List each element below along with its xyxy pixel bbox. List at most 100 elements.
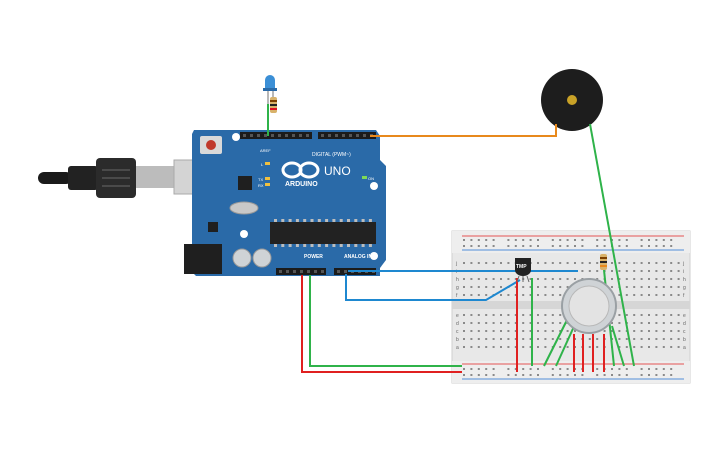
breadboard-resistor[interactable]	[600, 254, 607, 270]
bb-hole	[463, 286, 465, 288]
bb-hole	[537, 338, 539, 340]
gas-sensor[interactable]	[561, 278, 617, 334]
bb-hole	[551, 278, 554, 280]
bb-row-label: j	[455, 261, 457, 267]
bb-hole	[529, 330, 532, 332]
usb-cable[interactable]	[38, 158, 197, 198]
bb-hole	[500, 314, 502, 316]
bb-hole	[677, 286, 680, 288]
bb-hole	[537, 346, 539, 348]
bb-hole	[618, 374, 621, 376]
bb-hole	[470, 338, 473, 340]
bb-hole	[662, 330, 665, 332]
wire-a1[interactable]	[345, 274, 521, 301]
analog-label: ANALOG IN	[344, 254, 372, 260]
bb-hole	[529, 245, 532, 247]
digital-header-high[interactable]	[318, 132, 376, 139]
bb-hole	[662, 286, 665, 288]
bb-hole	[677, 322, 680, 324]
ic-pin	[295, 244, 299, 247]
bb-row-label: c	[683, 329, 686, 335]
bb-hole	[603, 374, 606, 376]
l-led	[265, 162, 270, 165]
wire-orange[interactable]	[370, 124, 557, 137]
bb-hole	[477, 286, 480, 288]
bb-hole	[574, 262, 576, 264]
bb-hole	[537, 314, 539, 316]
digital-header-low[interactable]	[240, 132, 312, 139]
bb-hole	[514, 346, 517, 348]
bb-hole	[648, 314, 650, 316]
bb-hole	[514, 314, 517, 316]
tx-led	[265, 177, 270, 180]
ic-pin	[354, 219, 358, 222]
bb-hole	[492, 338, 495, 340]
bb-hole	[470, 368, 473, 370]
arduino-uno-board[interactable]: ARDUINO UNO DIGITAL (PWM~) POWER ANALOG …	[184, 130, 386, 276]
rx-led-label: RX	[258, 183, 264, 188]
bb-hole	[514, 374, 517, 376]
bb-hole	[544, 294, 547, 296]
ic-pin	[274, 244, 277, 247]
header-pin-hole	[314, 270, 317, 273]
bb-hole	[662, 239, 665, 241]
bb-hole	[544, 322, 547, 324]
bb-hole	[566, 239, 569, 241]
bb-hole	[477, 368, 480, 370]
bb-hole	[470, 374, 473, 376]
bb-hole	[559, 330, 562, 332]
bb-hole	[655, 368, 658, 370]
bb-hole	[470, 346, 473, 348]
bb-hole	[522, 374, 525, 376]
bb-hole	[492, 278, 495, 280]
bb-hole	[485, 294, 488, 296]
bb-row-label: d	[456, 321, 459, 327]
ic-pin	[368, 219, 372, 222]
bb-hole	[670, 245, 673, 247]
led-resistor[interactable]	[270, 97, 277, 113]
bb-hole	[507, 338, 510, 340]
bb-hole	[470, 322, 473, 324]
bb-row-label: b	[456, 337, 459, 343]
bb-hole	[514, 278, 517, 280]
bb-hole	[544, 314, 547, 316]
bb-hole	[551, 294, 554, 296]
wires[interactable]	[267, 104, 635, 373]
ic-pin	[288, 244, 292, 247]
header-pin-hole	[307, 270, 310, 273]
bb-hole	[507, 294, 510, 296]
bb-hole	[470, 330, 473, 332]
bb-hole	[500, 346, 502, 348]
bb-hole	[477, 346, 480, 348]
power-label: POWER	[304, 254, 323, 260]
header-pin-hole	[328, 134, 331, 137]
ic-pin	[303, 244, 307, 247]
temperature-sensor[interactable]: TMP	[515, 258, 531, 283]
bb-hole	[463, 245, 465, 247]
rx-led	[265, 183, 270, 186]
ic-pin	[339, 219, 343, 222]
digital-label: DIGITAL (PWM~)	[312, 152, 351, 158]
bb-hole	[625, 346, 628, 348]
header-pin-hole	[321, 134, 324, 137]
bb-hole	[596, 278, 599, 280]
bb-hole	[463, 368, 465, 370]
bb-hole	[537, 374, 539, 376]
wire-buzzer-gnd[interactable]	[589, 123, 635, 367]
bb-hole	[662, 314, 665, 316]
wire-5v[interactable]	[301, 275, 462, 373]
bb-hole	[551, 245, 554, 247]
bb-hole	[670, 262, 673, 264]
bb-hole	[485, 338, 488, 340]
bb-hole	[633, 322, 636, 324]
bb-hole	[662, 338, 665, 340]
bb-hole	[677, 278, 680, 280]
bb-hole	[633, 278, 636, 280]
bb-hole	[559, 245, 562, 247]
piezo-buzzer[interactable]	[541, 69, 603, 131]
bb-hole	[559, 368, 562, 370]
header-pin-hole	[293, 270, 296, 273]
bb-hole	[655, 322, 658, 324]
wire-gnd[interactable]	[309, 275, 462, 367]
